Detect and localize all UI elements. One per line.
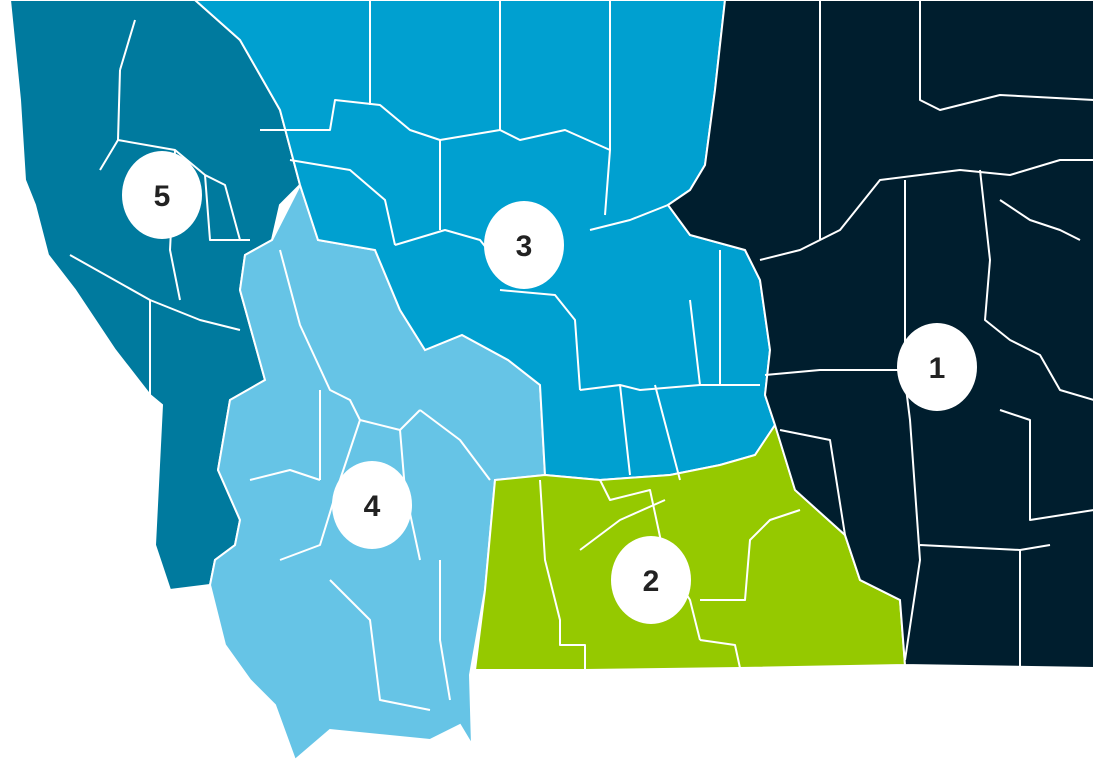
region-4-label-text: 4 — [364, 490, 381, 523]
region-1-label-text: 1 — [929, 352, 946, 385]
region-4-label[interactable]: 4 — [332, 461, 412, 549]
region-2-label-text: 2 — [643, 565, 660, 598]
region-3-label-circle — [484, 201, 564, 289]
region-3-label[interactable]: 3 — [484, 201, 564, 289]
region-5-label-text: 5 — [154, 180, 171, 213]
region-1-label-circle — [897, 323, 977, 411]
county-boundaries — [69, 0, 1094, 711]
region-1-area[interactable] — [666, 0, 1094, 670]
region-1-label[interactable]: 1 — [897, 323, 977, 411]
region-2-label-circle — [611, 536, 691, 624]
region-4-label-circle — [332, 461, 412, 549]
region-5-label[interactable]: 5 — [122, 151, 202, 239]
region-3-label-text: 3 — [516, 230, 533, 263]
region-2-label[interactable]: 2 — [611, 536, 691, 624]
region-5-label-circle — [122, 151, 202, 239]
